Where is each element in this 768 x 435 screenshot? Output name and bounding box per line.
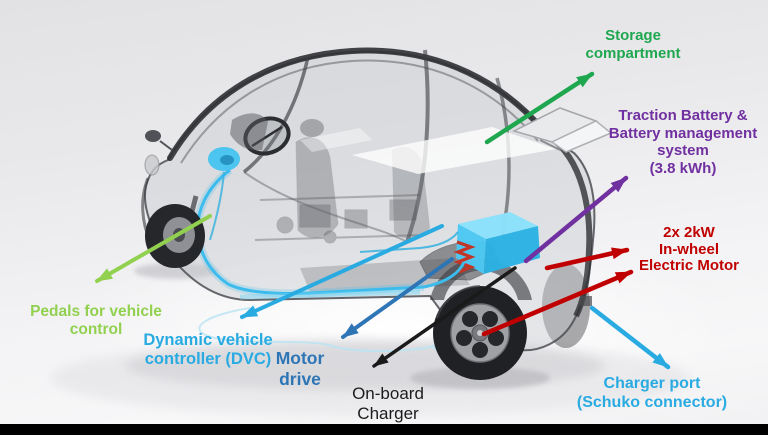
body-shell bbox=[141, 47, 596, 352]
motor-drive-arrow bbox=[341, 257, 454, 339]
pedals-arrow bbox=[95, 214, 212, 283]
label-charger-port: Charger port (Schuko connector) bbox=[577, 375, 727, 413]
label-onboard-charger: On-board Charger bbox=[352, 384, 424, 424]
label-line: Electric Motor bbox=[638, 257, 740, 274]
label-dvc: Dynamic vehicle controller (DVC) bbox=[143, 331, 272, 370]
bottom-black-bar bbox=[0, 424, 768, 435]
windshield-frame bbox=[242, 56, 310, 174]
label-traction-battery: Traction Battery & Battery management sy… bbox=[609, 107, 757, 178]
label-line: system bbox=[657, 142, 709, 160]
onboard-charger-arrow bbox=[372, 266, 517, 368]
chassis-frame bbox=[254, 194, 426, 244]
rear-wheel bbox=[433, 285, 527, 380]
label-line: Charger port bbox=[603, 375, 701, 392]
label-line: Motor bbox=[275, 348, 325, 368]
label-line: In-wheel bbox=[658, 240, 719, 258]
in-wheel-motor-arrow-upper bbox=[544, 247, 630, 271]
storage-arrow bbox=[484, 71, 595, 145]
traction-battery-arrow bbox=[523, 175, 629, 264]
far-rear-wheel bbox=[542, 264, 590, 348]
side-mirror bbox=[145, 130, 161, 142]
front-headrest bbox=[300, 119, 324, 137]
label-line: On-board bbox=[352, 384, 424, 403]
suspension-spring bbox=[453, 240, 476, 274]
dvc-arrow bbox=[240, 224, 444, 319]
label-storage-compartment: Storage compartment bbox=[585, 27, 680, 62]
label-line: control bbox=[69, 321, 123, 339]
label-line: (Schuko connector) bbox=[576, 393, 728, 411]
dashboard bbox=[230, 113, 268, 151]
in-wheel-motor-arrow-lower bbox=[481, 269, 634, 337]
label-line: 2x 2kW bbox=[663, 224, 715, 241]
label-pedals: Pedals for vehicle control bbox=[30, 303, 162, 340]
label-line: Charger bbox=[357, 404, 419, 424]
charger-port bbox=[580, 296, 592, 306]
label-line: compartment bbox=[585, 44, 681, 62]
label-line: Storage bbox=[605, 27, 661, 44]
charger-port-arrow bbox=[589, 305, 671, 370]
label-line: Dynamic vehicle bbox=[143, 331, 273, 349]
label-line: Pedals for vehicle bbox=[30, 303, 162, 320]
label-line: controller (DVC) bbox=[144, 350, 272, 369]
annotation-arrows bbox=[95, 71, 671, 370]
canopy-reflection bbox=[300, 127, 556, 174]
label-motor-drive: Motor drive bbox=[276, 348, 325, 389]
front-seat bbox=[295, 137, 339, 238]
headlamp bbox=[144, 154, 160, 176]
label-line: Battery management bbox=[608, 124, 758, 142]
label-line: (3.8 kWh) bbox=[649, 160, 717, 178]
label-in-wheel-motor: 2x 2kW In-wheel Electric Motor bbox=[638, 224, 740, 275]
label-line: drive bbox=[279, 368, 321, 389]
label-line: Traction Battery & bbox=[618, 107, 748, 124]
storage-lid bbox=[511, 107, 613, 153]
